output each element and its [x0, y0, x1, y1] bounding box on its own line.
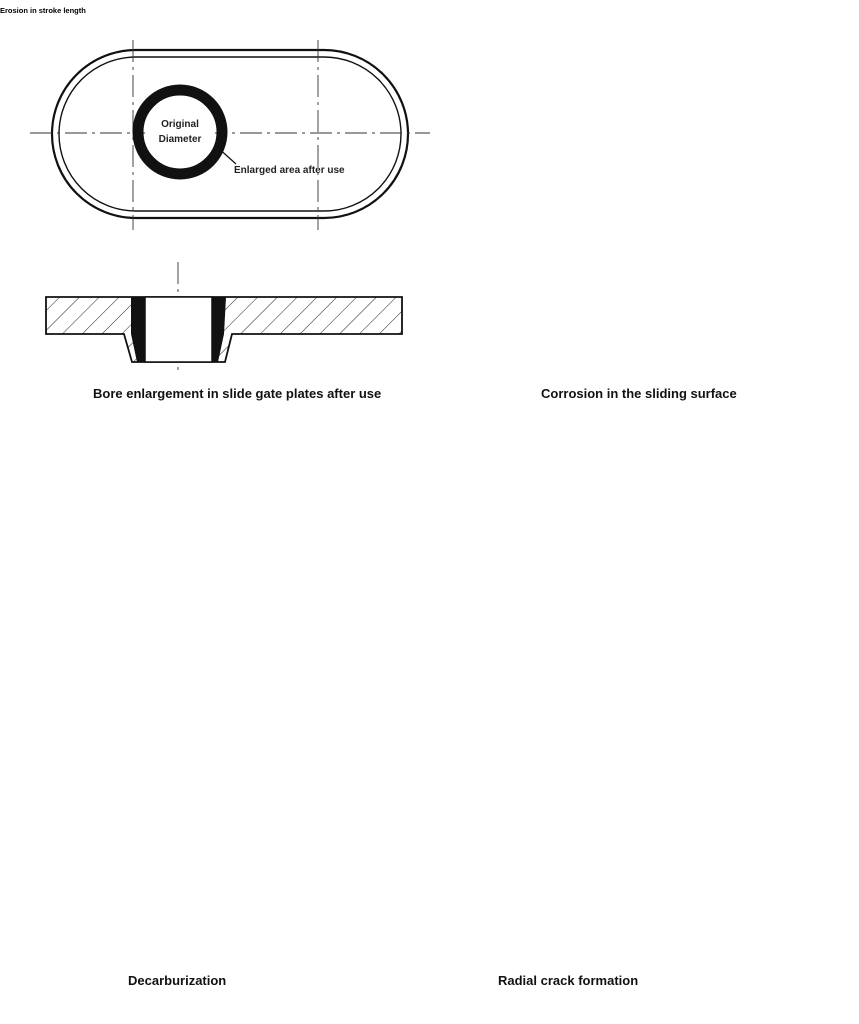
corrosion-plan-view: Erosion in stroke length — [0, 0, 86, 17]
caption-decarburization: Decarburization — [128, 973, 227, 988]
erosion-label: Erosion in stroke length — [0, 6, 86, 15]
enlarged-bore-ring — [132, 84, 228, 180]
original-diameter-label-2: Diameter — [159, 134, 202, 145]
erosion-slot: Erosion in stroke length — [0, 0, 86, 17]
enlarged-area-label: Enlarged area after use — [234, 165, 345, 176]
bore-section-view — [45, 262, 403, 370]
panel-corrosion: Erosion in stroke length — [0, 0, 86, 17]
caption-bore-enlargement: Bore enlargement in slide gate plates af… — [93, 386, 382, 401]
caption-corrosion: Corrosion in the sliding surface — [541, 386, 737, 401]
bore-plan-view: Original Diameter Enlarged area after us… — [30, 40, 430, 230]
panel-bore-enlargement: Original Diameter Enlarged area after us… — [30, 40, 430, 370]
caption-radial-crack: Radial crack formation — [498, 973, 639, 988]
original-diameter-label-1: Original — [161, 119, 199, 130]
